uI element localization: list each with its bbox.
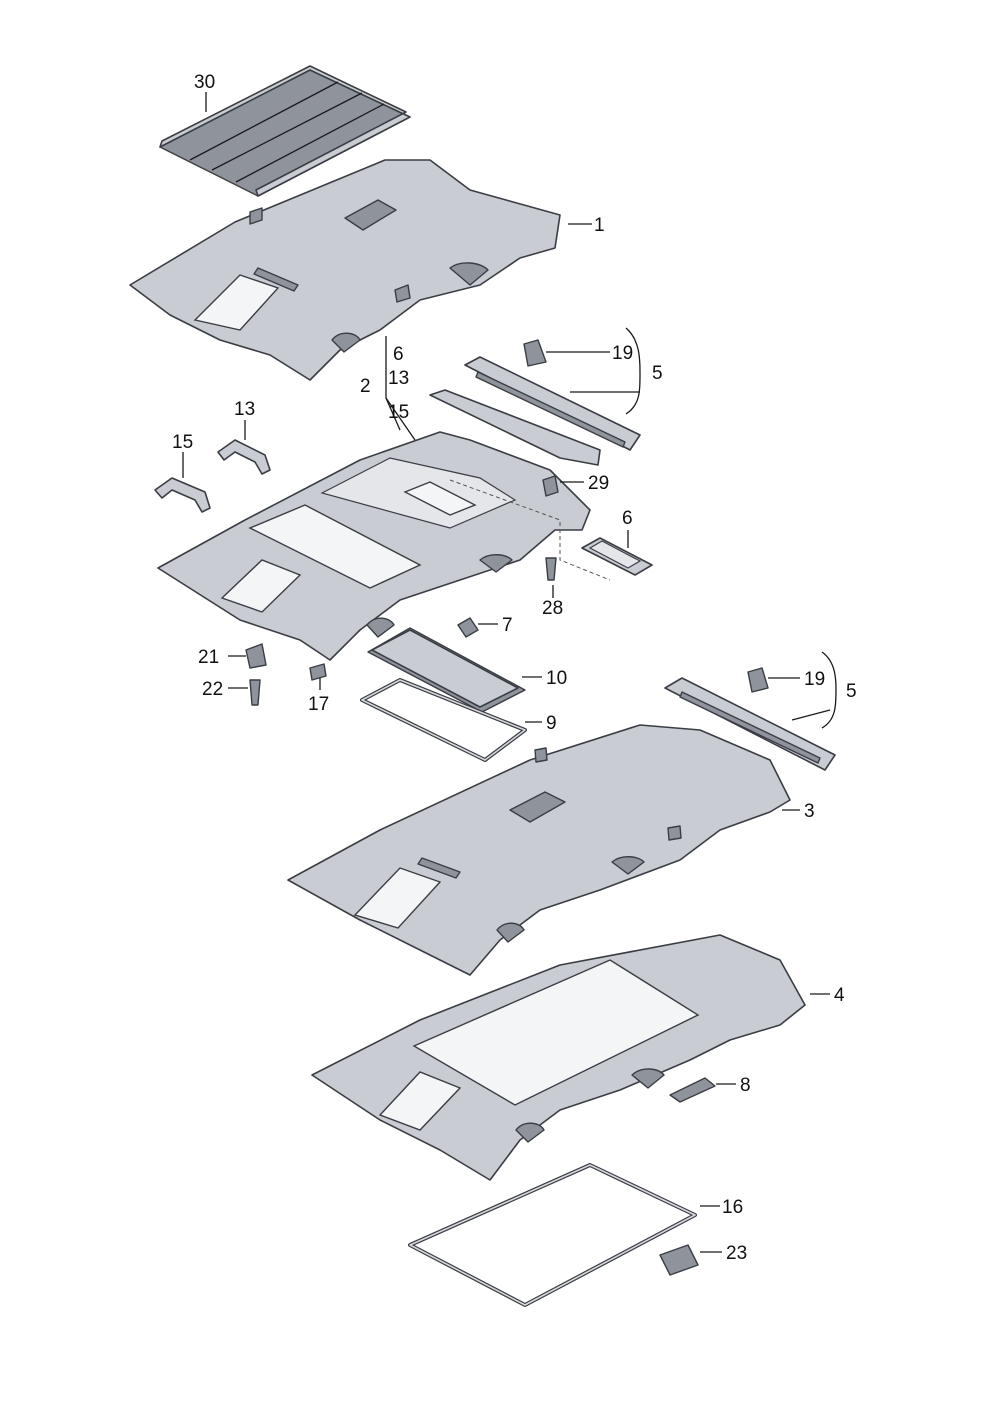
part-16-seal[interactable] — [408, 1163, 697, 1307]
callout-1: 1 — [594, 215, 605, 236]
callout-8: 8 — [740, 1075, 751, 1096]
part-5-roof-frame-upper[interactable] — [429, 356, 641, 466]
part-10-sunshade-panel[interactable] — [367, 627, 526, 713]
part-17-clip[interactable] — [309, 663, 327, 681]
callout-17: 17 — [308, 694, 329, 715]
callout-labels: 30 1 6 2 13 15 19 5 13 15 29 6 28 7 21 2… — [172, 72, 857, 1264]
part-2-headliner-sunroof[interactable] — [157, 431, 611, 661]
part-3-headliner[interactable] — [287, 724, 791, 976]
callout-15-upper: 15 — [388, 402, 409, 423]
callout-19-upper: 19 — [612, 343, 633, 364]
part-4-headliner-panoramic[interactable] — [311, 934, 806, 1181]
callout-6-cover: 6 — [622, 508, 633, 529]
callout-2: 2 — [360, 376, 371, 397]
callout-13-upper: 13 — [388, 368, 409, 389]
part-30-insulation-mat[interactable] — [159, 65, 411, 197]
part-1-headliner[interactable] — [129, 159, 561, 381]
callout-10: 10 — [546, 668, 567, 689]
part-8-cover[interactable] — [669, 1077, 716, 1103]
callout-30: 30 — [194, 72, 215, 93]
part-6-cover[interactable] — [581, 537, 653, 576]
callout-29: 29 — [588, 473, 609, 494]
part-15-grab-handle[interactable] — [154, 477, 211, 513]
part-19-clip-upper[interactable] — [523, 339, 547, 367]
callout-4: 4 — [834, 985, 845, 1006]
callout-6-upper: 6 — [393, 344, 404, 365]
part-29-clip[interactable] — [542, 475, 559, 497]
part-5-roof-frame-lower[interactable] — [664, 677, 836, 771]
part-22-screw[interactable] — [249, 679, 261, 706]
callout-16: 16 — [722, 1197, 743, 1218]
callout-23: 23 — [726, 1243, 747, 1264]
part-19-clip-lower[interactable] — [747, 667, 769, 693]
part-7-bracket[interactable] — [457, 617, 479, 638]
callout-3: 3 — [804, 801, 815, 822]
callout-22: 22 — [202, 679, 223, 700]
callout-15-handle: 15 — [172, 432, 193, 453]
part-9-seal[interactable] — [360, 678, 527, 762]
callout-9: 9 — [546, 713, 557, 734]
part-21-bracket[interactable] — [245, 643, 267, 669]
part-13-grab-handle[interactable] — [217, 439, 271, 475]
leader-lines — [182, 92, 837, 1253]
part-23-bracket[interactable] — [659, 1244, 699, 1276]
callout-21: 21 — [198, 647, 219, 668]
callout-5-lower: 5 — [846, 681, 857, 702]
callout-28: 28 — [542, 598, 563, 619]
callout-5-upper: 5 — [652, 363, 663, 384]
callout-7: 7 — [502, 615, 513, 636]
part-28-screw[interactable] — [545, 557, 557, 581]
callout-19-lower: 19 — [804, 669, 825, 690]
callout-13-handle: 13 — [234, 399, 255, 420]
